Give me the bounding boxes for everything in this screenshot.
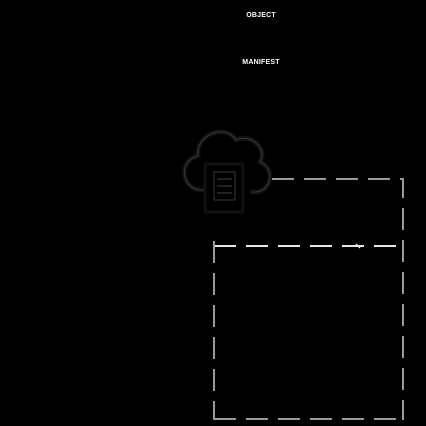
storage-box	[203, 162, 245, 214]
back-dashed-container	[272, 178, 404, 420]
manifest-label: MANIFEST	[242, 59, 280, 66]
object-label: OBJECT	[246, 12, 276, 19]
front-container-tick	[355, 243, 361, 249]
storage-box-inner	[213, 171, 236, 201]
cloud-outline-highlight	[183, 131, 271, 193]
cloud-storage-icon	[181, 129, 273, 214]
front-dashed-container	[213, 241, 403, 420]
